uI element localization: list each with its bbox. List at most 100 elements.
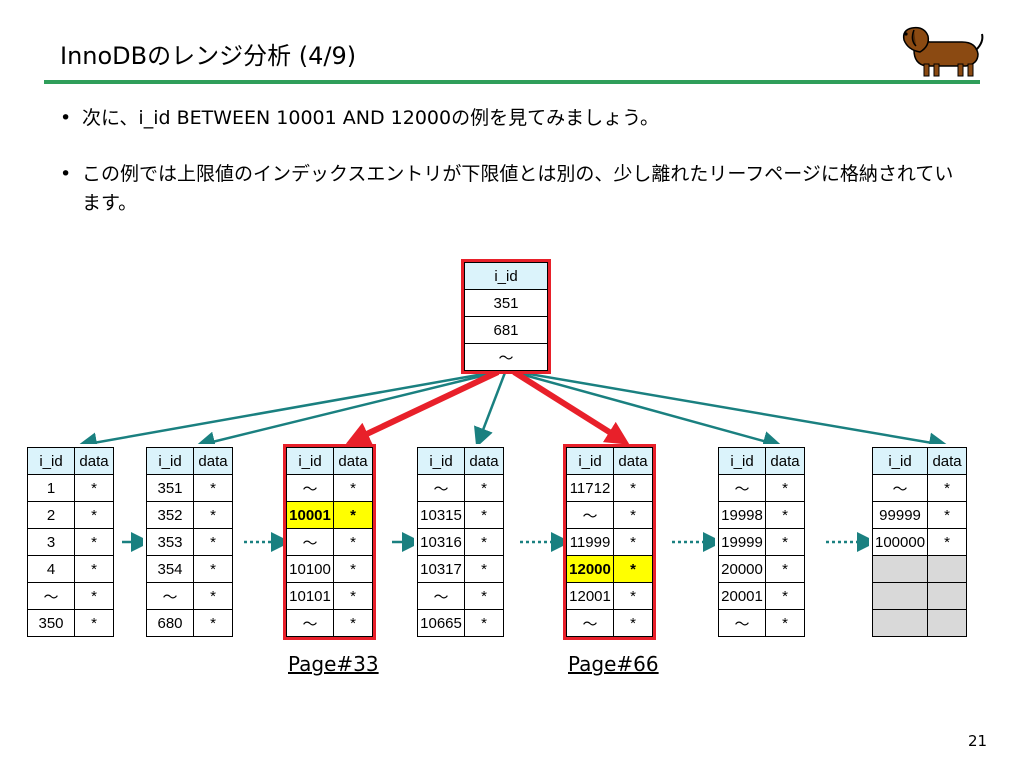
root-header-cell: i_id [464, 262, 548, 290]
leaf-data-cell: * [193, 582, 233, 610]
leaf-data-cell: * [765, 582, 805, 610]
pointer-arrow [474, 369, 508, 448]
leaf-data-cell: * [613, 555, 653, 583]
leaf-key-cell: ～ [566, 609, 614, 637]
leaf-data-cell: * [74, 501, 114, 529]
slide-number: 21 [968, 732, 988, 750]
leaf-key-cell: 4 [27, 555, 75, 583]
leaf-key-cell: ～ [718, 474, 766, 502]
leaf-data-cell: * [193, 609, 233, 637]
leaf-key-cell: 12001 [566, 582, 614, 610]
leaf-key-cell: 354 [146, 555, 194, 583]
range-arrow-page33 [345, 369, 500, 445]
leaf-key-cell: 11712 [566, 474, 614, 502]
leaf-key-cell: 10100 [286, 555, 334, 583]
leaf-data-cell: * [464, 474, 504, 502]
leaf-header-data-cell: data [613, 447, 653, 475]
leaf-data-cell: * [74, 528, 114, 556]
leaf-key-cell [871, 582, 929, 610]
leaf-data-cell: * [765, 474, 805, 502]
leaf-key-cell: ～ [286, 528, 334, 556]
leaf-key-cell: ～ [417, 474, 465, 502]
leaf-key-cell [871, 609, 929, 637]
leaf-key-cell: 10316 [417, 528, 465, 556]
title-underline [44, 80, 980, 84]
leaf-key-cell: 350 [27, 609, 75, 637]
leaf-header-key-cell: i_id [27, 447, 75, 475]
leaf-data-cell [927, 555, 968, 583]
leaf-data-cell: * [193, 501, 233, 529]
leaf-key-cell: ～ [27, 582, 75, 610]
leaf-key-cell: 100000 [871, 528, 929, 556]
leaf-data-cell: * [765, 528, 805, 556]
leaf-key-cell: 353 [146, 528, 194, 556]
pointer-arrow [505, 368, 783, 451]
bullet-list: 次に、i_id BETWEEN 10001 AND 12000の例を見てみましょ… [58, 104, 958, 245]
leaf-key-cell [871, 555, 929, 583]
leaf-header-data-cell: data [464, 447, 504, 475]
leaf-key-cell: 2 [27, 501, 75, 529]
leaf-data-cell: * [613, 474, 653, 502]
leaf-data-cell: * [74, 474, 114, 502]
root-key-cell: ～ [464, 343, 548, 371]
leaf-header-data-cell: data [193, 447, 233, 475]
leaf-data-cell: * [74, 555, 114, 583]
leaf-data-cell: * [333, 528, 373, 556]
leaf-data-cell: * [613, 609, 653, 637]
bullet-item: この例では上限値のインデックスエントリが下限値とは別の、少し離れたリーフページに… [58, 160, 958, 218]
leaf-data-cell: * [193, 555, 233, 583]
leaf-key-cell: 10001 [286, 501, 334, 529]
leaf-header-key-cell: i_id [718, 447, 766, 475]
leaf-key-cell: 20001 [718, 582, 766, 610]
leaf-key-cell: 352 [146, 501, 194, 529]
leaf-key-cell: ～ [146, 582, 194, 610]
leaf-data-cell: * [464, 582, 504, 610]
leaf-header-key-cell: i_id [146, 447, 194, 475]
root-key-cell: 681 [464, 316, 548, 344]
page-label: Page#33 [288, 652, 379, 676]
leaf-data-cell [927, 582, 968, 610]
leaf-key-cell: 99999 [871, 501, 929, 529]
leaf-header-key-cell: i_id [871, 447, 929, 475]
root-to-leaf-pointers [77, 368, 949, 453]
leaf-header-data-cell: data [927, 447, 968, 475]
leaf-data-cell: * [333, 609, 373, 637]
leaf-key-cell: ～ [286, 609, 334, 637]
leaf-header-key-cell: i_id [286, 447, 334, 475]
root-node: i_id 351 681 ～ [461, 259, 551, 374]
leaf-data-cell: * [927, 528, 968, 556]
leaf-header-data-cell: data [333, 447, 373, 475]
range-arrow-page66 [512, 369, 630, 445]
range-pointers [345, 369, 630, 445]
leaf-data-cell: * [765, 555, 805, 583]
leaf-key-cell: ～ [566, 501, 614, 529]
leaf-data-cell: * [333, 501, 373, 529]
dachshund-logo-icon [902, 26, 984, 77]
leaf-key-cell: 10315 [417, 501, 465, 529]
leaf-data-cell: * [193, 528, 233, 556]
leaf-key-cell: 19998 [718, 501, 766, 529]
leaf-key-cell: 20000 [718, 555, 766, 583]
leaf-header-key-cell: i_id [566, 447, 614, 475]
pointer-arrow [505, 368, 949, 453]
leaf-key-cell: 19999 [718, 528, 766, 556]
pointer-arrow [195, 368, 507, 452]
leaf-data-cell: * [765, 609, 805, 637]
leaf-data-cell: * [464, 501, 504, 529]
leaf-data-cell: * [333, 582, 373, 610]
leaf-key-cell: 680 [146, 609, 194, 637]
leaf-key-cell: 3 [27, 528, 75, 556]
leaf-key-cell: 10101 [286, 582, 334, 610]
leaf-key-cell: ～ [286, 474, 334, 502]
leaf-data-cell: * [193, 474, 233, 502]
leaf-data-cell: * [765, 501, 805, 529]
leaf-key-cell: 12000 [566, 555, 614, 583]
leaf-data-cell: * [613, 582, 653, 610]
pointer-arrow [77, 368, 507, 453]
